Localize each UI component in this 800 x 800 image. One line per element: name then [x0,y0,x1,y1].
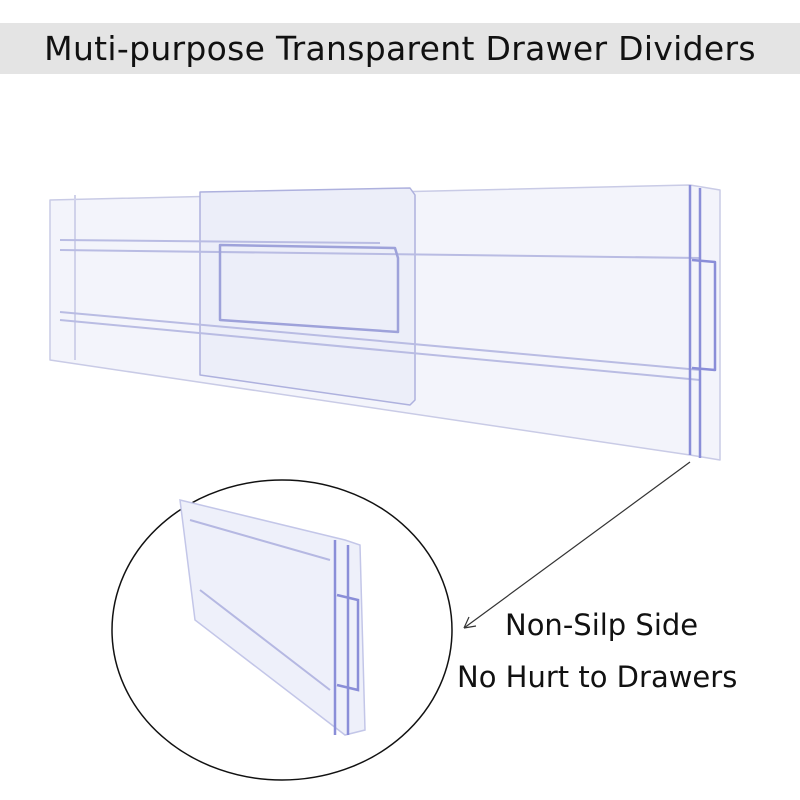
callout-arrow [463,461,691,629]
caption-no-hurt-drawers: No Hurt to Drawers [457,660,738,694]
title-banner [0,23,800,74]
detail-zoom-circle [111,479,453,781]
caption-non-slip-side: Non-Silp Side [505,608,699,642]
divider-main-photo [49,184,721,461]
page-title: Muti-purpose Transparent Drawer Dividers [44,29,756,68]
